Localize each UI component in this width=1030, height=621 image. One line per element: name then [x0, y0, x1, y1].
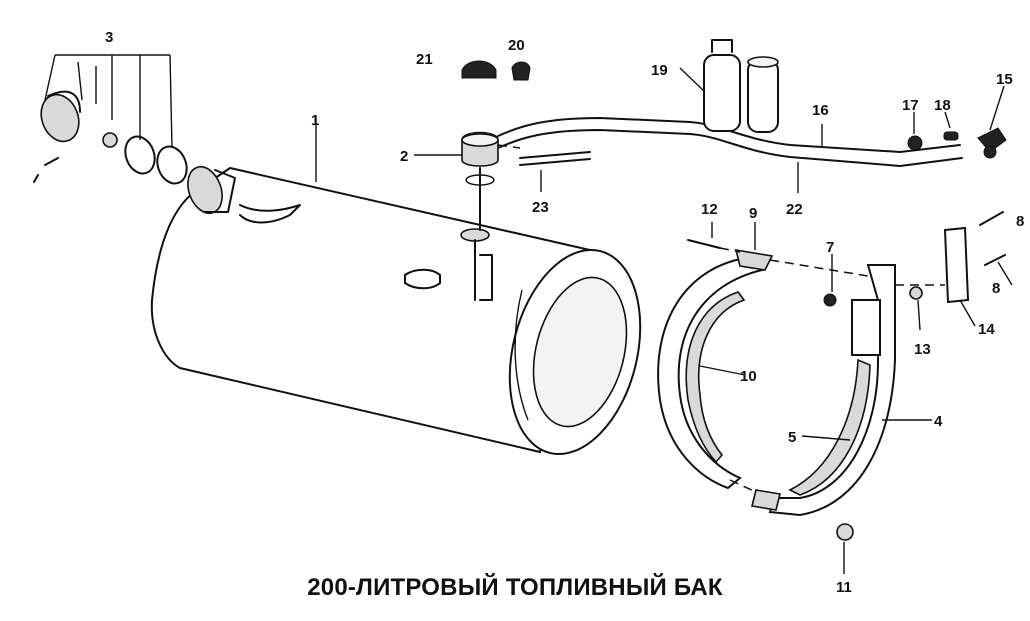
fuel-gauge-sender — [461, 131, 521, 231]
callout-17: 17 — [902, 97, 919, 114]
fittings — [907, 127, 1007, 159]
callout-13: 13 — [914, 341, 931, 358]
callout-19: 19 — [651, 62, 668, 79]
fuel-filters — [461, 39, 779, 133]
callout-12: 12 — [701, 201, 718, 218]
leader-lines — [315, 67, 1013, 574]
filler-cap-assembly — [33, 54, 188, 185]
callout-16: 16 — [812, 102, 829, 119]
callout-5: 5 — [788, 429, 796, 446]
callout-9: 9 — [749, 205, 757, 222]
callout-21: 21 — [416, 51, 433, 68]
rear-bracket — [751, 264, 896, 517]
fuel-lines — [497, 117, 963, 167]
callout-14: 14 — [978, 321, 995, 338]
mounting-hardware — [687, 211, 1006, 541]
diagram-title: 200-ЛИТРОВЫЙ ТОПЛИВНЫЙ БАК — [307, 574, 723, 601]
callout-3: 3 — [105, 29, 113, 46]
callout-labels: 3 1 2 21 20 23 19 16 22 17 18 15 12 9 7 … — [105, 29, 1024, 596]
callout-22: 22 — [786, 201, 803, 218]
fuel-tank-body — [150, 165, 642, 456]
callout-7: 7 — [826, 239, 834, 256]
callout-2: 2 — [400, 148, 408, 165]
callout-4: 4 — [934, 413, 943, 430]
callout-15: 15 — [996, 71, 1013, 88]
callout-23: 23 — [532, 199, 549, 216]
callout-8-bottom: 8 — [992, 280, 1000, 297]
callout-10: 10 — [740, 368, 757, 385]
callout-20: 20 — [508, 37, 525, 54]
callout-11: 11 — [836, 579, 852, 596]
callout-18: 18 — [934, 97, 951, 114]
callout-1: 1 — [311, 112, 319, 129]
callout-8-top: 8 — [1016, 213, 1024, 230]
front-strap — [657, 249, 774, 490]
